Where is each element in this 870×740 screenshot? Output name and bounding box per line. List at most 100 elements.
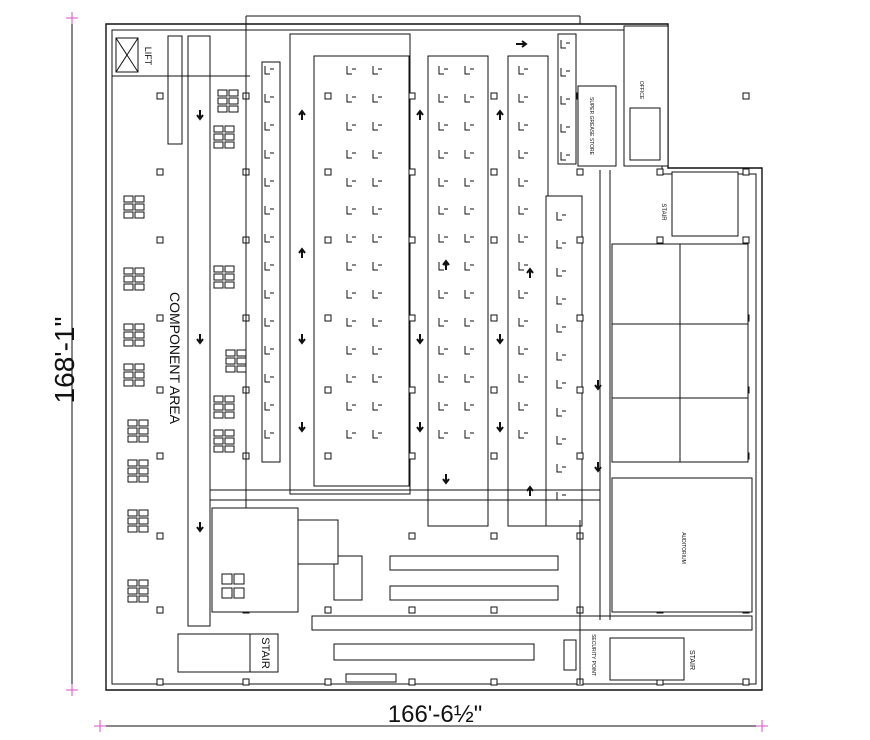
table xyxy=(213,411,224,419)
table xyxy=(224,281,235,289)
column xyxy=(408,236,416,244)
rack-shelf xyxy=(264,374,274,383)
table xyxy=(134,331,145,339)
column xyxy=(408,606,416,614)
column xyxy=(408,532,416,540)
rack-shelf xyxy=(556,352,566,361)
column xyxy=(742,236,750,244)
table xyxy=(123,371,134,379)
security-point xyxy=(563,639,577,671)
column xyxy=(408,314,416,322)
column xyxy=(576,168,584,176)
rack-shelf xyxy=(264,206,274,215)
flow-arrow xyxy=(526,267,534,278)
table xyxy=(224,125,235,133)
rack-shelf xyxy=(560,124,570,133)
flow-arrow xyxy=(442,474,450,485)
rack-shelf xyxy=(464,122,474,131)
rack-shelf xyxy=(556,240,566,249)
rack-shelf xyxy=(464,150,474,159)
column xyxy=(156,452,164,460)
rack xyxy=(507,55,549,527)
office-label: OFFICE xyxy=(638,81,644,100)
rack-shelf xyxy=(264,122,274,131)
left-column-strip xyxy=(167,35,183,145)
column xyxy=(490,452,498,460)
column xyxy=(156,236,164,244)
rack-rows xyxy=(261,33,583,527)
rack-shelf xyxy=(560,152,570,161)
table xyxy=(228,89,239,97)
table xyxy=(123,379,134,387)
table xyxy=(127,595,138,603)
table xyxy=(224,429,235,437)
flow-arrow xyxy=(496,109,504,120)
flow-arrow xyxy=(298,422,306,433)
rack-shelf xyxy=(346,178,356,187)
rack-shelf xyxy=(346,262,356,271)
rack-shelf xyxy=(264,94,274,103)
left-stair-label: STAIR xyxy=(259,637,271,669)
office xyxy=(623,25,669,167)
column xyxy=(156,92,164,100)
column xyxy=(490,236,498,244)
rack-shelf xyxy=(438,206,448,215)
rack-shelf xyxy=(346,402,356,411)
table xyxy=(213,125,224,133)
column xyxy=(324,452,332,460)
column xyxy=(156,606,164,614)
rack-shelf xyxy=(518,374,528,383)
column xyxy=(656,236,664,244)
table xyxy=(127,435,138,443)
table xyxy=(213,281,224,289)
rack-shelf xyxy=(464,262,474,271)
table xyxy=(224,265,235,273)
rack-shelf xyxy=(346,206,356,215)
table xyxy=(134,283,145,291)
column xyxy=(324,386,332,394)
rack-shelf xyxy=(264,402,274,411)
table xyxy=(134,275,145,283)
column xyxy=(490,92,498,100)
table xyxy=(134,203,145,211)
rack-shelf xyxy=(372,94,382,103)
table xyxy=(123,195,134,203)
table xyxy=(228,97,239,105)
rack-shelf xyxy=(346,122,356,131)
auditorium-label: AUDITORIUM xyxy=(680,532,686,564)
flow-arrow xyxy=(516,40,528,48)
lift xyxy=(115,37,139,73)
training-room xyxy=(611,243,749,463)
column xyxy=(324,92,332,100)
column xyxy=(490,168,498,176)
table xyxy=(224,403,235,411)
table xyxy=(127,419,138,427)
column xyxy=(490,678,498,686)
rack-shelf xyxy=(556,324,566,333)
rack-shelf xyxy=(438,234,448,243)
rack-shelf xyxy=(372,66,382,75)
table xyxy=(123,363,134,371)
column xyxy=(156,168,164,176)
rack-shelf xyxy=(464,94,474,103)
rack-shelf xyxy=(264,346,274,355)
table xyxy=(123,323,134,331)
rack-shelf xyxy=(372,262,382,271)
component-area-divider xyxy=(187,35,211,627)
rack-shelf xyxy=(438,402,448,411)
table xyxy=(217,97,228,105)
rack-shelf xyxy=(518,262,528,271)
rack-shelf xyxy=(556,464,566,473)
rack xyxy=(427,55,489,527)
table xyxy=(127,427,138,435)
table xyxy=(127,475,138,483)
table xyxy=(213,133,224,141)
rack-shelf xyxy=(518,66,528,75)
table xyxy=(217,89,228,97)
table xyxy=(134,379,145,387)
component-area-label: COMPONENT AREA xyxy=(167,292,183,425)
table xyxy=(213,445,224,453)
rack-shelf xyxy=(560,68,570,77)
flow-arrow xyxy=(496,334,504,345)
table xyxy=(138,587,149,595)
